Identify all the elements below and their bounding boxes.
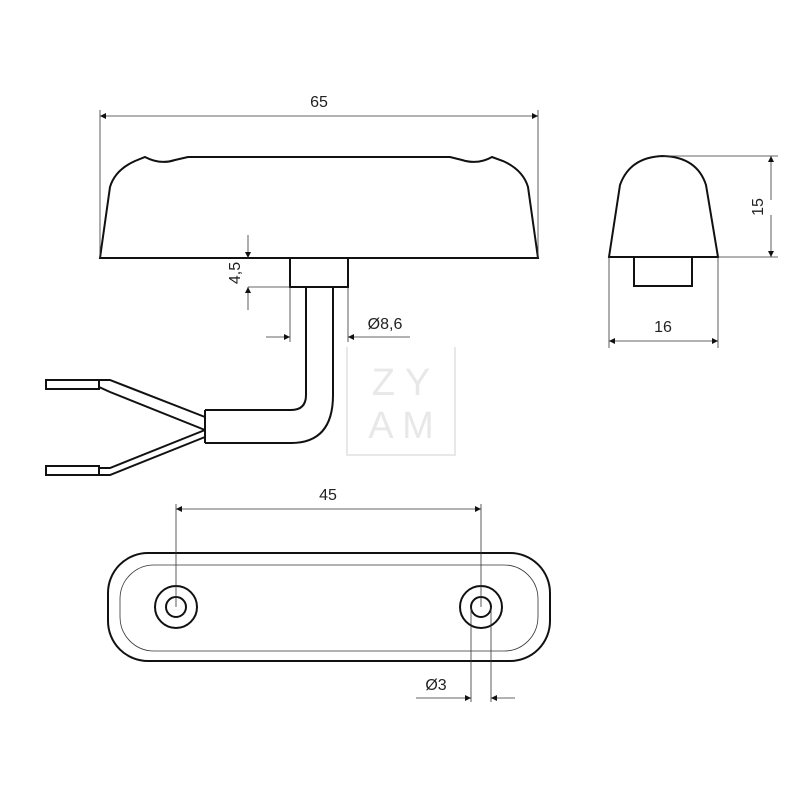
dim-overall-length: 65	[310, 94, 328, 111]
watermark: Z Y A M	[346, 347, 456, 456]
dim-hole-diameter: Ø3	[425, 677, 446, 694]
watermark-line2: A M	[368, 405, 433, 447]
dim-side-height: 15	[750, 198, 767, 216]
side-view: 15 16	[607, 154, 778, 348]
front-view: 65 4,5 Ø8,6	[45, 94, 540, 476]
dim-hole-spacing: 45	[319, 487, 337, 504]
dim-side-width: 16	[654, 319, 672, 336]
dim-base-offset: 4,5	[227, 262, 244, 284]
dim-cable-diameter: Ø8,6	[368, 316, 403, 333]
watermark-line1: Z Y	[372, 362, 430, 404]
top-view: 45 Ø3	[107, 487, 551, 702]
